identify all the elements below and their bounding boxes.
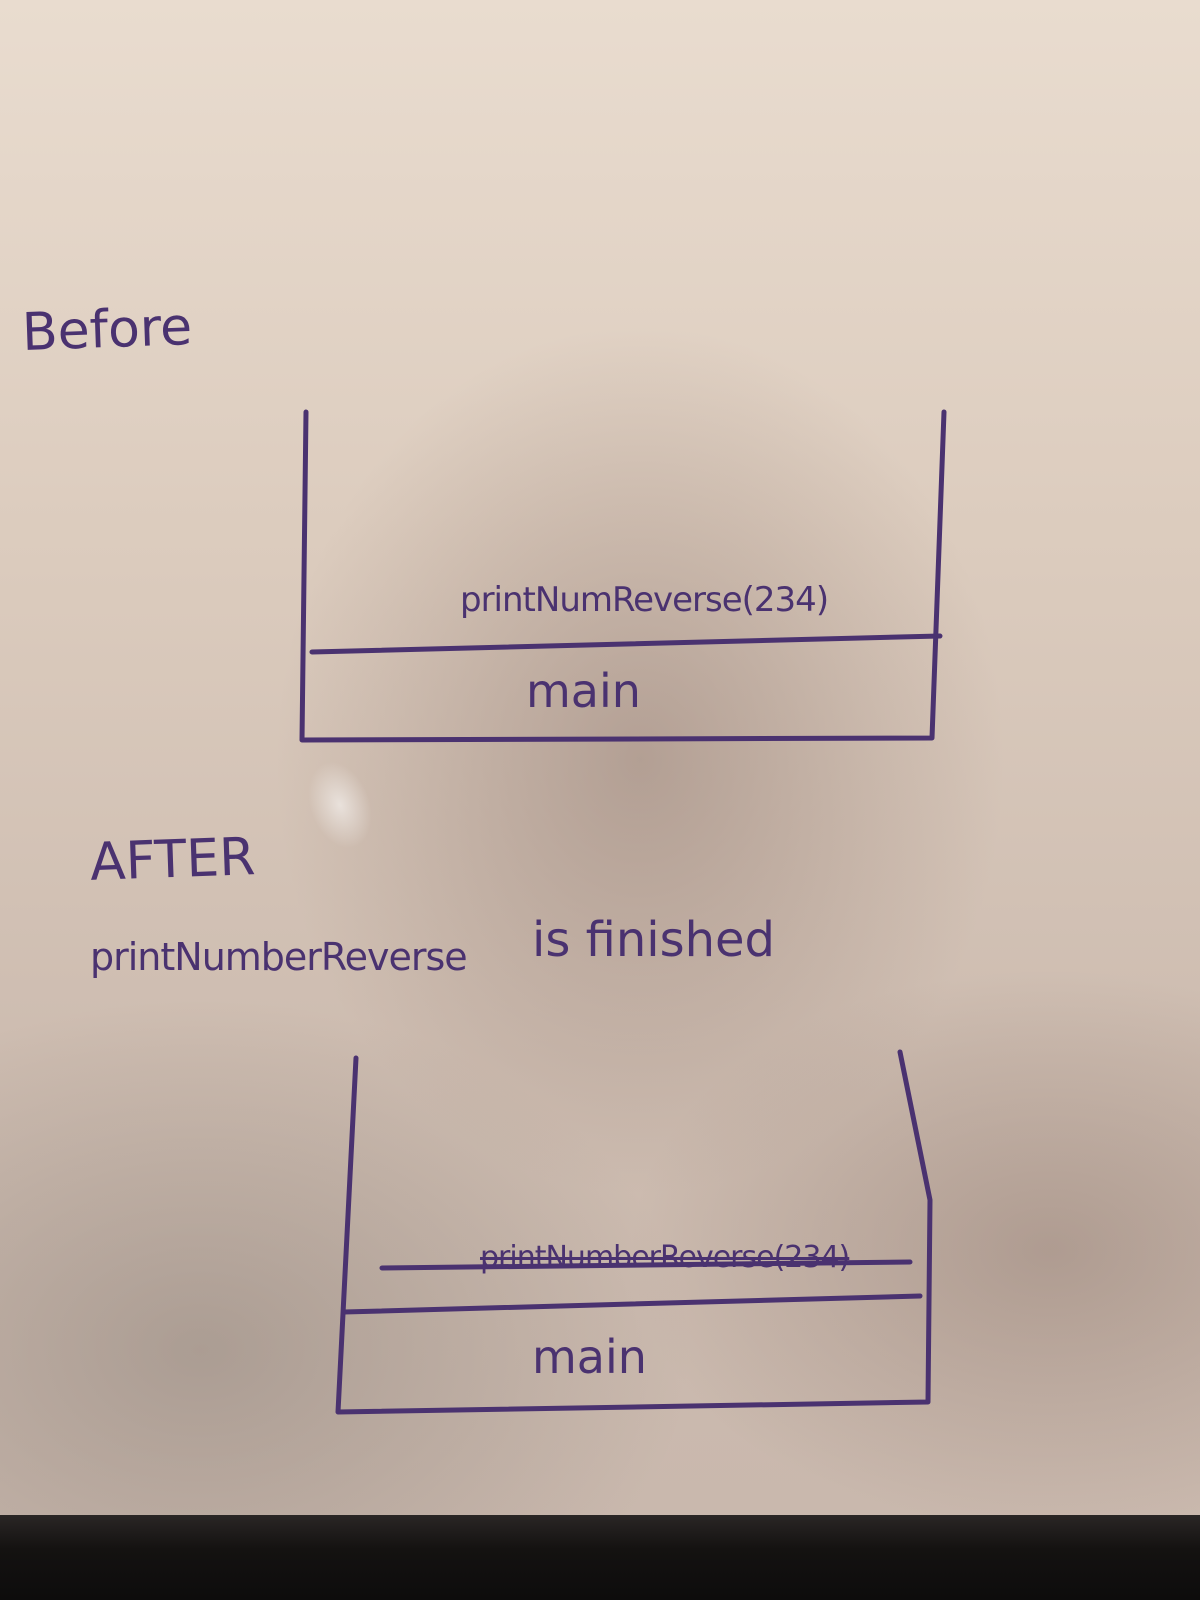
before-frame-top: printNumReverse(234) bbox=[460, 580, 829, 620]
before-stack-drawing bbox=[299, 409, 947, 743]
after-subject: printNumberReverse bbox=[90, 935, 468, 979]
after-frame-divider bbox=[341, 1293, 923, 1315]
after-strikethrough-line bbox=[379, 1259, 913, 1271]
before-frame-main: main bbox=[526, 664, 641, 718]
before-frame-divider bbox=[309, 633, 943, 655]
after-frame-main: main bbox=[532, 1330, 647, 1384]
whiteboard bbox=[0, 0, 1200, 1515]
after-status: is finished bbox=[532, 912, 776, 968]
before-stack-outline bbox=[299, 409, 947, 743]
after-frame-top-removed: printNumberReverse(234) bbox=[480, 1240, 850, 1275]
after-stack-outline bbox=[335, 1049, 933, 1415]
after-stack-drawing bbox=[335, 1049, 933, 1415]
whiteboard-frame-edge bbox=[0, 1515, 1200, 1600]
